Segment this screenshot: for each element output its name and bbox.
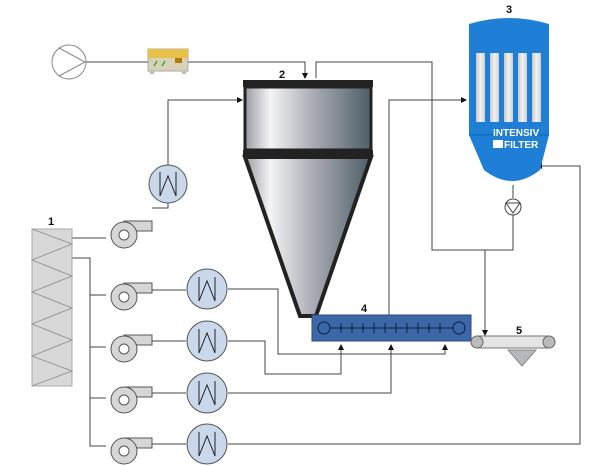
filter-logo-mark (493, 140, 503, 148)
heater-icon (186, 372, 228, 414)
label-conveyor: 5 (516, 325, 522, 337)
pump-icon (51, 44, 87, 80)
cone-hopper-icon (506, 349, 538, 367)
fan-icon (110, 220, 153, 249)
label-bag-filter: 3 (506, 4, 512, 16)
label-air-intake: 1 (48, 216, 54, 228)
fan-icon (110, 437, 153, 465)
fluid-bed: 4 (311, 303, 472, 342)
spray-dryer: 2 (242, 69, 374, 318)
filter-logo-line1: INTENSIV (493, 128, 539, 139)
conveyor-icon: 5 (470, 325, 556, 349)
label-spray-dryer: 2 (279, 69, 285, 81)
heater-icon (186, 423, 228, 465)
filter-logo-line2: FILTER (504, 140, 539, 151)
fan-icon (110, 282, 153, 311)
heater-icon (186, 268, 228, 310)
heater-icon (148, 164, 188, 204)
heater-icon (186, 320, 228, 362)
fan-icon (110, 334, 153, 363)
fan-icon (110, 386, 153, 414)
air-intake-filter: 1 (30, 216, 74, 387)
bag-filter: INTENSIV FILTER 3 (469, 4, 549, 198)
control-unit-icon (147, 48, 189, 74)
label-fluid-bed: 4 (361, 303, 368, 315)
rotary-valve-icon (504, 198, 522, 216)
